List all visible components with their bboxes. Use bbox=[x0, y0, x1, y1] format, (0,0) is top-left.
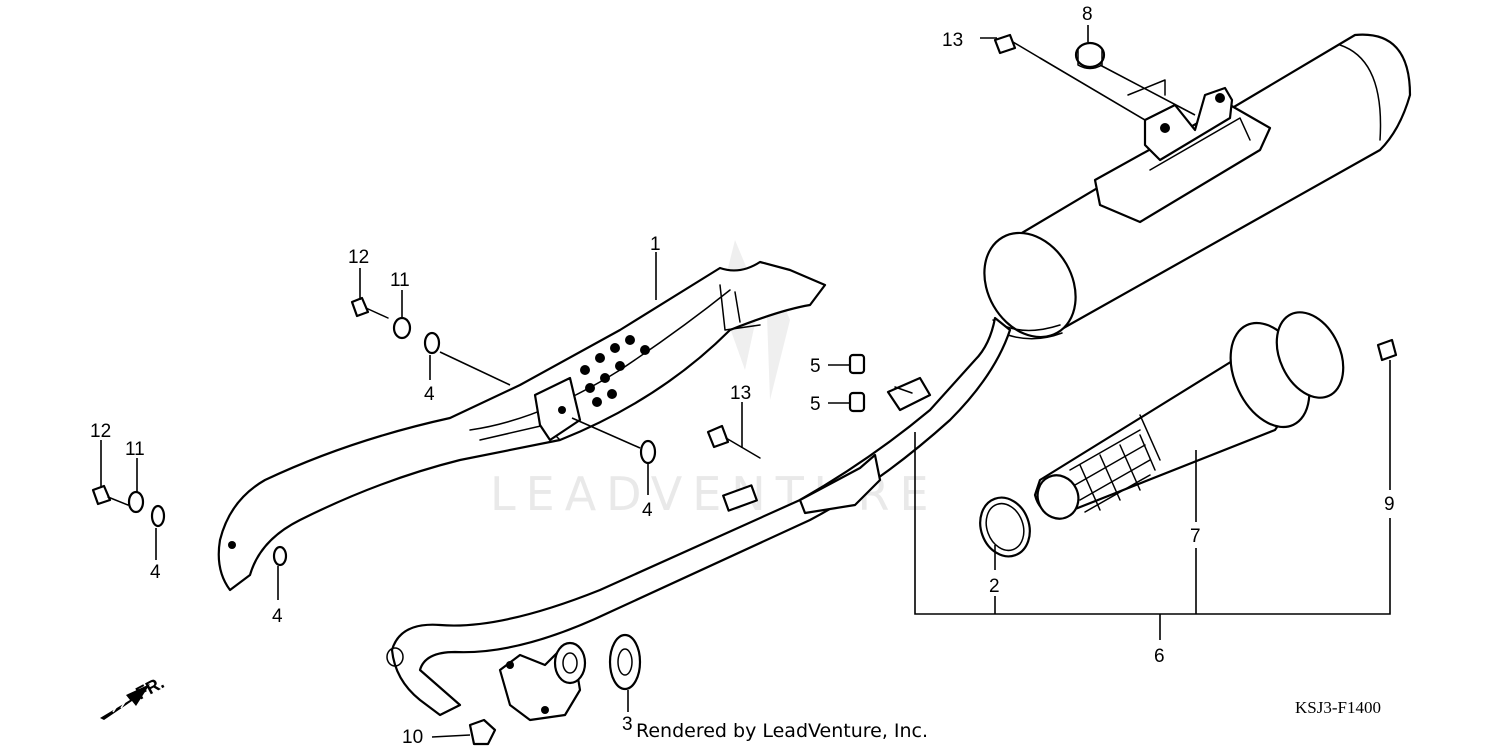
gasket-ring bbox=[979, 496, 1031, 558]
callout-3: 3 bbox=[622, 714, 633, 735]
callout-7: 7 bbox=[1190, 526, 1201, 547]
callout-11-left: 11 bbox=[125, 439, 145, 460]
callout-10: 10 bbox=[402, 727, 423, 748]
diagram-code: KSJ3-F1400 bbox=[1295, 698, 1381, 717]
callout-5-lower: 5 bbox=[810, 394, 821, 415]
callout-5-upper: 5 bbox=[810, 356, 821, 377]
callout-11-upper: 11 bbox=[390, 270, 410, 291]
exhaust-pipe bbox=[386, 316, 1012, 722]
callout-1: 1 bbox=[650, 234, 661, 255]
callout-9: 9 bbox=[1384, 494, 1395, 515]
callout-4-left: 4 bbox=[150, 562, 161, 583]
front-direction-arrow: FR. bbox=[100, 672, 167, 720]
exhaust-gasket bbox=[608, 633, 642, 691]
mesh-pattern bbox=[1069, 429, 1156, 513]
callout-2: 2 bbox=[989, 576, 1000, 597]
leader-lines bbox=[100, 25, 1391, 738]
perforations bbox=[580, 335, 650, 407]
callouts: 1 2 3 4 4 4 4 5 5 6 7 8 9 10 11 11 12 12… bbox=[90, 4, 1395, 748]
rendered-by-credit: Rendered by LeadVenture, Inc. bbox=[636, 720, 928, 742]
callout-4-middle: 4 bbox=[642, 500, 653, 521]
heat-protector bbox=[217, 260, 827, 592]
tail-pipe bbox=[1033, 311, 1345, 520]
callout-4-upper: 4 bbox=[424, 384, 435, 405]
callout-12-left: 12 bbox=[90, 421, 111, 442]
callout-6: 6 bbox=[1154, 646, 1165, 667]
callout-13-middle: 13 bbox=[730, 383, 751, 404]
muffler bbox=[983, 33, 1412, 340]
callout-13-top: 13 bbox=[942, 30, 963, 51]
callout-4-lower: 4 bbox=[272, 606, 283, 627]
callout-12-upper: 12 bbox=[348, 247, 369, 268]
callout-8: 8 bbox=[1082, 4, 1093, 25]
